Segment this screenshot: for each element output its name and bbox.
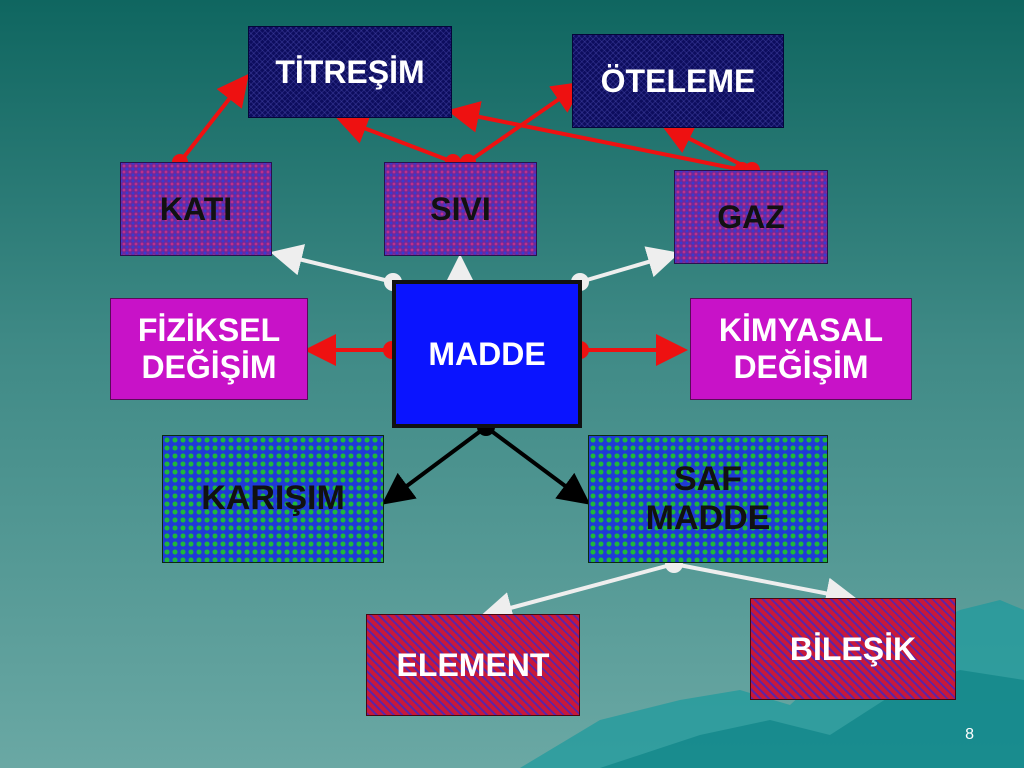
node-kimyasal-line2: DEĞİŞİM (733, 349, 869, 385)
node-kati: KATI (120, 162, 272, 256)
node-oteleme-label: ÖTELEME (600, 62, 756, 99)
node-fiziksel-line1: FİZİKSEL (137, 312, 281, 349)
node-fiziksel-degisim: FİZİKSEL DEĞİŞİM (110, 298, 308, 400)
node-karisim: KARIŞIM (162, 435, 384, 563)
node-titresim: TİTREŞİM (248, 26, 452, 118)
node-kimyasal-degisim: KİMYASAL DEĞİŞİM (690, 298, 912, 400)
node-oteleme: ÖTELEME (572, 34, 784, 128)
node-gaz-label: GAZ (717, 198, 785, 235)
node-kati-label: KATI (159, 190, 233, 227)
page-number: 8 (965, 726, 974, 743)
node-madde: MADDE (392, 280, 582, 428)
node-saf-line1: SAF (674, 459, 742, 498)
node-kimyasal-line1: KİMYASAL (718, 312, 884, 349)
node-madde-label: MADDE (428, 335, 546, 372)
node-titresim-label: TİTREŞİM (275, 53, 425, 90)
node-saf-madde: SAF MADDE (588, 435, 828, 563)
node-sivi: SIVI (384, 162, 537, 256)
node-element-label: ELEMENT (396, 646, 550, 683)
node-karisim-label: KARIŞIM (201, 479, 345, 518)
node-sivi-label: SIVI (430, 190, 491, 227)
node-bilesik: BİLEŞİK (750, 598, 956, 700)
node-fiziksel-line2: DEĞİŞİM (141, 349, 277, 385)
node-element: ELEMENT (366, 614, 580, 716)
node-saf-line2: MADDE (645, 499, 771, 537)
node-bilesik-label: BİLEŞİK (789, 630, 917, 667)
node-gaz: GAZ (674, 170, 828, 264)
